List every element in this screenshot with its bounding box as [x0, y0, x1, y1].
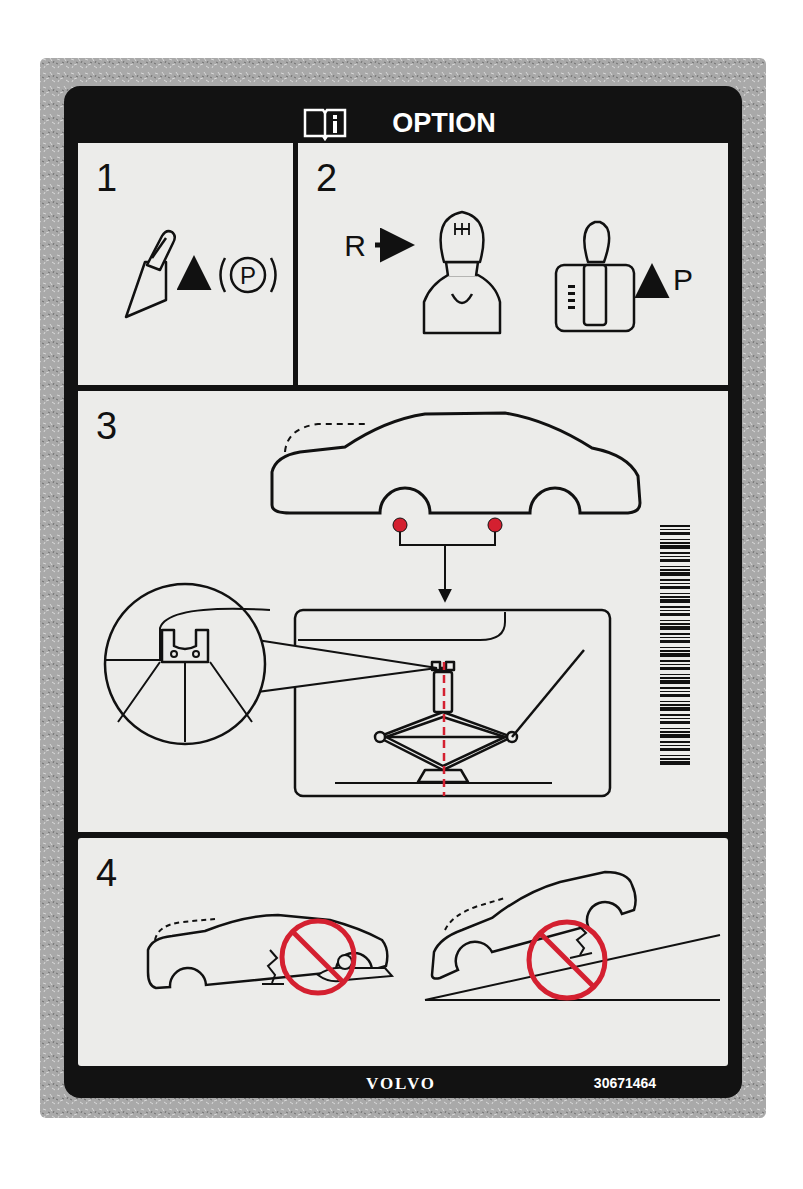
step-number: 3 [96, 407, 117, 445]
step-panel: 4 [78, 838, 728, 1066]
step-number: 1 [96, 159, 117, 197]
step-panel: 3 [78, 391, 728, 832]
part-number: 30671464 [594, 1076, 656, 1090]
step-panel: 2 [298, 143, 728, 385]
parking-brake-symbol: P [240, 264, 256, 288]
reverse-gear-letter: R [344, 231, 366, 261]
step-panel: 1 [78, 143, 293, 385]
brand-logo: VOLVO [366, 1075, 436, 1092]
step-number: 2 [316, 159, 337, 197]
step-number: 4 [96, 854, 117, 892]
park-position-letter: P [673, 265, 693, 295]
sticker-title: OPTION [392, 110, 496, 137]
